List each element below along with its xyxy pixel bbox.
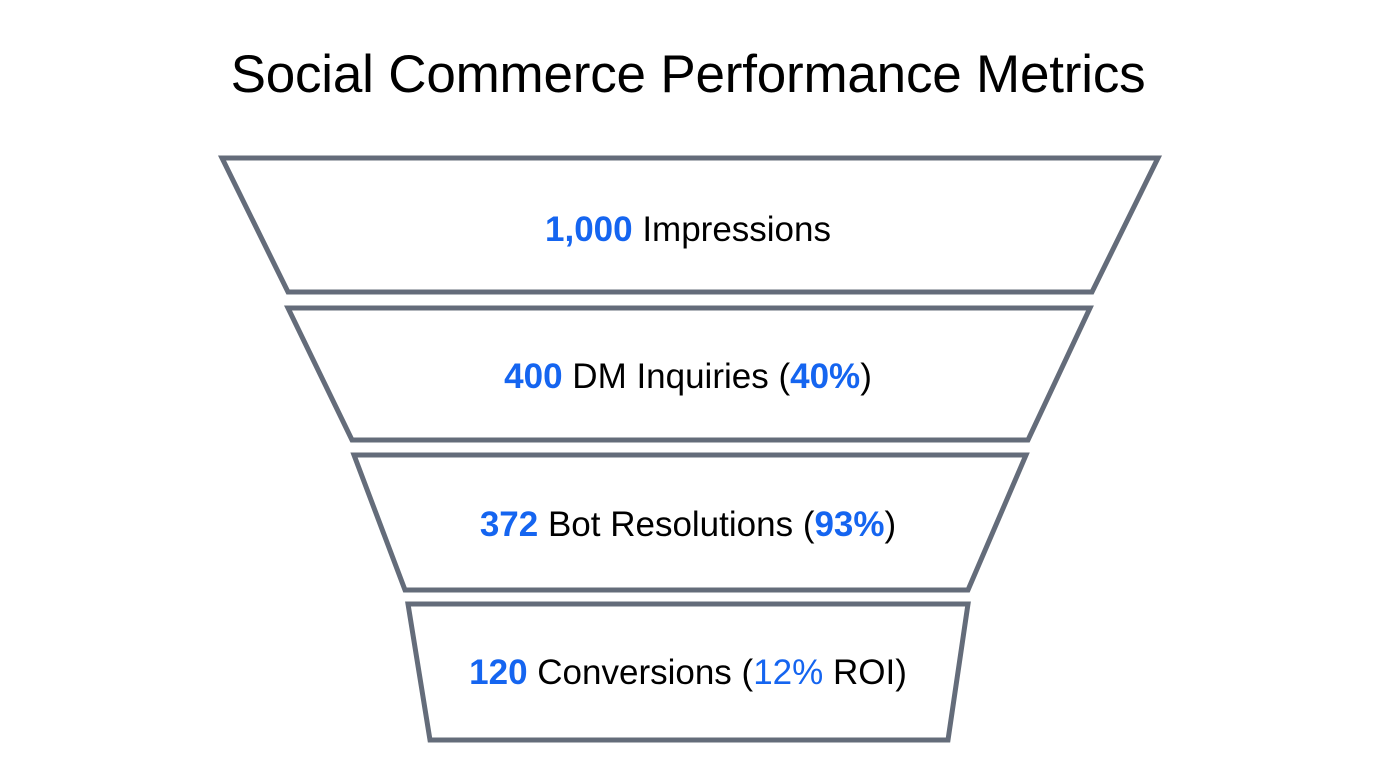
funnel-stage-label-bot-resolutions: 372 Bot Resolutions (93%): [0, 507, 1376, 542]
funnel-stage-label-conversions: 120 Conversions (12% ROI): [0, 655, 1376, 690]
funnel-stage-label-dm-inquiries: 400 DM Inquiries (40%): [0, 359, 1376, 394]
stage-value-bot-resolutions: 372: [479, 505, 539, 544]
stage-paren-close-conversions: ): [895, 653, 907, 692]
stage-rate-dm-inquiries: 40%: [790, 357, 861, 396]
stage-name-bot-resolutions: Bot Resolutions: [538, 505, 803, 544]
stage-paren-close-dm-inquiries: ): [860, 357, 872, 396]
funnel-stage-label-impressions: 1,000 Impressions: [0, 212, 1376, 247]
funnel-stage-shape-bot-resolutions[interactable]: [350, 452, 1030, 593]
stage-value-impressions: 1,000: [545, 210, 633, 249]
stage-value-dm-inquiries: 400: [504, 357, 563, 396]
stage-paren-open-bot-resolutions: (: [802, 505, 815, 544]
stage-paren-open-dm-inquiries: (: [778, 357, 791, 396]
stage-value-conversions: 120: [469, 653, 528, 692]
stage-paren-open-conversions: (: [741, 653, 754, 692]
stage-rate-conversions: 12%: [753, 653, 824, 692]
chart-title: Social Commerce Performance Metrics: [230, 45, 1146, 104]
funnel-stage-shape-impressions[interactable]: [217, 155, 1163, 295]
stage-name-dm-inquiries: DM Inquiries: [562, 357, 779, 396]
funnel-stage-shape-conversions[interactable]: [405, 601, 971, 743]
stage-paren-close-bot-resolutions: ): [884, 505, 897, 544]
stage-name-impressions: Impressions: [632, 210, 831, 249]
stage-rate-bot-resolutions: 93%: [814, 505, 885, 544]
stage-rate-suffix-conversions: ROI: [823, 653, 896, 692]
funnel-stage-shape-dm-inquiries[interactable]: [284, 305, 1094, 443]
stage-name-conversions: Conversions: [527, 653, 742, 692]
